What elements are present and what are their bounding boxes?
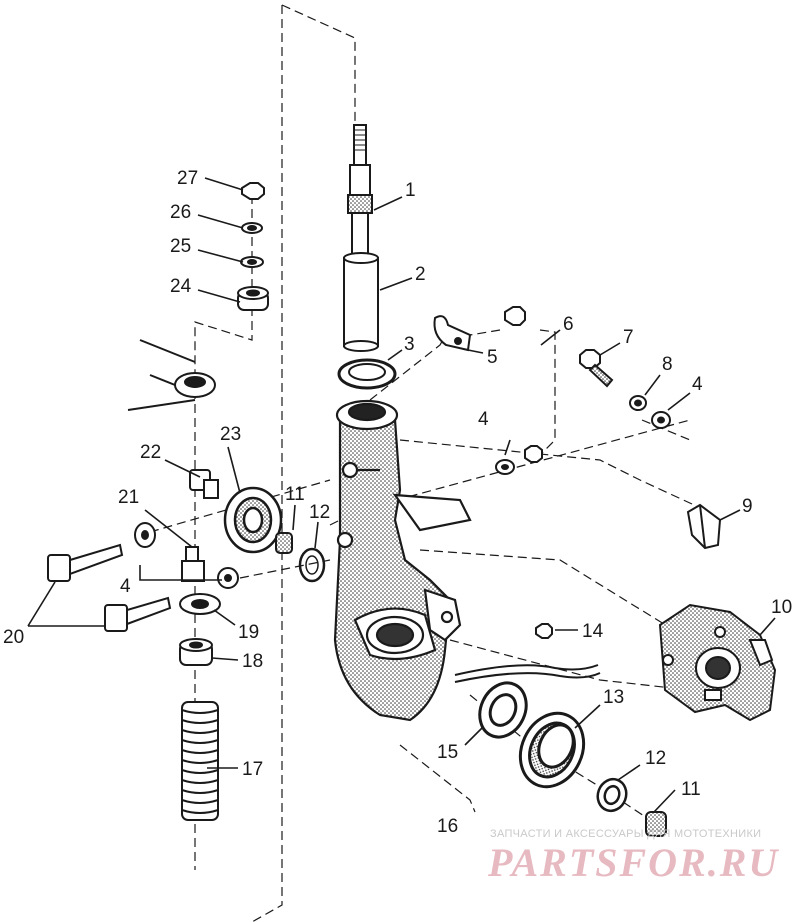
label-23: 23 (220, 424, 241, 445)
label-27: 27 (177, 168, 198, 189)
label-25: 25 (170, 236, 191, 257)
nuts-part-6 (504, 306, 543, 463)
label-4-mid: 4 (478, 409, 489, 430)
washer-part-19 (179, 593, 221, 615)
bearing-part-23 (223, 486, 283, 554)
bolt-part-7 (579, 349, 614, 388)
clamp-part-5 (433, 315, 472, 352)
label-17: 17 (242, 759, 263, 780)
washer-part-8 (629, 395, 647, 411)
bearing-part-11-upper (275, 532, 293, 554)
strut-rod-part-1 (347, 124, 373, 259)
strut-tube-part-2 (343, 252, 379, 352)
label-22: 22 (140, 442, 161, 463)
seal-part-12-upper (298, 547, 326, 583)
label-4-left: 4 (120, 576, 131, 597)
seal-part-12-lower (596, 777, 628, 813)
steering-knuckle-housing (333, 399, 472, 722)
watermark: ЗАПЧАСТИ И АКСЕССУАРЫ ДЛЯ МОТОТЕХНИКИ PA… (487, 828, 779, 885)
washers-part-4-right (495, 411, 671, 475)
label-20: 20 (3, 627, 24, 648)
label-18: 18 (242, 651, 263, 672)
label-3: 3 (404, 334, 415, 355)
label-14: 14 (582, 621, 604, 642)
coil-spring-part-17 (181, 701, 219, 821)
brake-line (454, 664, 601, 683)
label-8: 8 (662, 354, 673, 375)
leader-lines (27, 177, 776, 813)
label-7: 7 (623, 327, 634, 348)
label-13: 13 (603, 687, 624, 708)
fitting-part-14 (535, 623, 553, 639)
label-6: 6 (563, 314, 574, 335)
watermark-logo: PARTSFOR.RU (487, 840, 779, 885)
upper-mount-plate (127, 339, 216, 411)
washers-part-4-left (134, 522, 239, 589)
bearing-part-11-lower (645, 811, 667, 837)
label-4-right: 4 (692, 374, 703, 395)
label-11-upper: 11 (285, 484, 305, 505)
pad-part-9 (686, 503, 722, 550)
spacer-part-18 (179, 638, 213, 666)
label-1: 1 (405, 180, 416, 201)
seal-ring-part-3 (337, 358, 397, 390)
label-19: 19 (238, 622, 259, 643)
label-9: 9 (742, 496, 753, 517)
caliper-part-10 (658, 603, 777, 722)
bearing-part-13 (518, 711, 586, 789)
label-24: 24 (170, 276, 192, 297)
label-21: 21 (118, 487, 139, 508)
mount-stack-parts-24-27 (237, 182, 269, 311)
nut-part-21 (181, 546, 205, 582)
label-12-upper: 12 (309, 502, 330, 523)
label-26: 26 (170, 202, 191, 223)
label-12-lower: 12 (645, 748, 666, 769)
label-10: 10 (771, 597, 792, 618)
label-5: 5 (487, 347, 498, 368)
label-15: 15 (437, 742, 458, 763)
callout-labels: 1 2 3 4 4 4 5 6 7 8 9 10 11 11 12 12 13 … (3, 168, 792, 837)
disc-part-15 (478, 681, 528, 739)
label-2: 2 (415, 264, 426, 285)
label-11-lower: 11 (681, 779, 701, 800)
label-16: 16 (437, 816, 458, 837)
bolts-part-20 (47, 543, 172, 632)
watermark-tagline: ЗАПЧАСТИ И АКСЕССУАРЫ ДЛЯ МОТОТЕХНИКИ (490, 828, 761, 840)
